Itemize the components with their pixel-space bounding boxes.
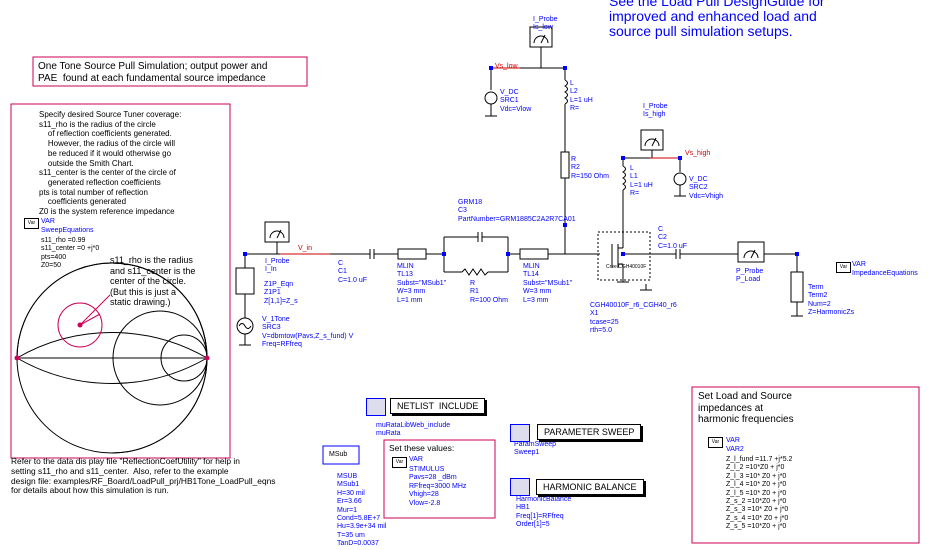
coverage-circle <box>57 302 103 348</box>
tuner-instructions: Specify desired Source Tuner coverage: s… <box>39 110 182 217</box>
set-values-tag: VAR <box>409 456 423 463</box>
var-icon: Var <box>392 457 407 468</box>
load-box-tag: VAR <box>726 437 740 444</box>
msub-lines: MSUB MSub1 H=30 mil Er=3.66 Mur=1 Cond=5… <box>337 473 387 548</box>
r1-label: R R1 R=100 Ohm <box>470 280 508 304</box>
radius-line <box>79 313 101 326</box>
load-box-title: Set Load and Source impedances at harmon… <box>698 391 794 425</box>
probe-is-high-label: I_Probe Is_high <box>643 103 668 119</box>
net-vs-low: Vs_low <box>495 63 518 70</box>
src2-label: V_DC SRC2 Vdc=Vhigh <box>689 176 724 200</box>
transistor-label: Cree CGH40010F <box>606 264 647 270</box>
probe-p-load-symbol[interactable] <box>737 241 765 263</box>
net-v-in: V_in <box>298 245 313 252</box>
transistor-x1[interactable] <box>597 231 651 281</box>
sweep-eq-lines: s11_rho =0.99 s11_center =0 +j*0 pts=400… <box>41 237 100 270</box>
smith-chart <box>16 262 208 454</box>
l2-label: L L2 L=1 uH R= <box>570 80 593 113</box>
tl14-label: MLIN TL14 Subst="MSub1" W=3 mm L=3 mm <box>523 263 573 304</box>
harmonic-sub: HarmonicBalance HB1 Freq[1]=RFfreq Order… <box>516 496 572 529</box>
var-icon: Var <box>24 218 39 229</box>
load-pull-note: See the Load Pull DesignGuide for improv… <box>609 0 825 39</box>
netlist-include-button[interactable]: NETLIST INCLUDE <box>390 398 486 414</box>
set-values-title: Set these values: <box>389 443 455 453</box>
inductor-l1[interactable] <box>622 165 626 191</box>
imp-eq-name: ImpedanceEquations <box>852 270 918 277</box>
smith-note: s11_rho is the radius and s11_center is … <box>110 255 196 307</box>
z1p-label: Z1P_Eqn Z1P1 Z[1,1]=Z_s <box>264 281 298 305</box>
c1-label: C C1 C=1.0 uF <box>338 260 367 284</box>
probe-i-in-label: I_Probe I_In <box>265 258 290 274</box>
probe-is-low-label: I_Probe Is_low <box>533 16 558 32</box>
sweep-icon <box>510 424 530 442</box>
src2-symbol[interactable] <box>673 172 687 186</box>
var-icon: Var <box>836 262 851 273</box>
l1-label: L L1 L=1 uH R= <box>630 165 653 198</box>
net-vs-high: Vs_high <box>685 150 711 157</box>
netlist-icon <box>366 398 386 416</box>
imp-eq-tag: VAR <box>852 261 866 268</box>
inductor-l2[interactable] <box>564 79 568 105</box>
harmonic-balance-button[interactable]: HARMONIC BALANCE <box>536 479 644 495</box>
c2-label: C C2 C=1.0 uF <box>658 226 687 250</box>
parameter-sweep-button[interactable]: PARAMETER SWEEP <box>537 424 642 440</box>
z1p-eqn-symbol[interactable] <box>235 267 255 295</box>
sweep-eq-name: SweepEquations <box>41 227 94 234</box>
resistor-r2[interactable] <box>560 151 570 179</box>
var-icon: Var <box>708 437 723 448</box>
load-box-lines: Z_l_fund =11.7 +j*5.2 Z_l_2 =10*Z0 + j*0… <box>726 456 793 531</box>
r2-label: R R2 R=150 Ohm <box>571 156 609 180</box>
src1-symbol[interactable] <box>484 91 498 105</box>
src1-label: V_DC SRC1 Vdc=Vlow <box>500 89 532 113</box>
simulation-title: One Tone Source Pull Simulation; output … <box>38 61 268 84</box>
term-label: Term Term2 Num=2 Z=HarmonicZs <box>808 284 855 317</box>
probe-p-load-label: P_Probe P_Load <box>736 268 764 284</box>
probe-i-in-symbol[interactable] <box>264 221 290 243</box>
src3-label: V_1Tone SRC3 V=dbmtow(Pavs,Z_s_fund) V F… <box>262 316 354 349</box>
msub-label: MSub <box>329 451 348 458</box>
term-symbol[interactable] <box>790 271 804 303</box>
resistor-r1[interactable] <box>461 268 489 276</box>
mlin-tl14[interactable] <box>519 248 549 260</box>
tl13-label: MLIN TL13 Subst="MSub1" W=3 mm L=1 mm <box>397 263 447 304</box>
reference-note: Refer to the data dis play file "Reflect… <box>11 456 276 496</box>
grm18-label: GRM18 C3 PartNumber=GRM1885C2A2R7CA01 <box>458 199 576 223</box>
sweep-eq-tag: VAR <box>41 218 55 225</box>
mlin-tl13[interactable] <box>397 248 427 260</box>
hb-icon <box>510 478 530 496</box>
probe-is-high-symbol[interactable] <box>640 129 664 151</box>
cgh-label: CGH40010F_r6_CGH40_r6 X1 tcase=25 rth=5.… <box>590 302 677 335</box>
load-box-name: VAR2 <box>726 446 744 453</box>
param-sweep-sub: ParamSweep Sweep1 <box>514 441 557 457</box>
set-values-lines: STIMULUS Pavs=28 _dBm RFfreq=3000 MHz Vh… <box>409 466 467 507</box>
netlist-sub: muRataLibWeb_include muRata <box>376 422 451 438</box>
